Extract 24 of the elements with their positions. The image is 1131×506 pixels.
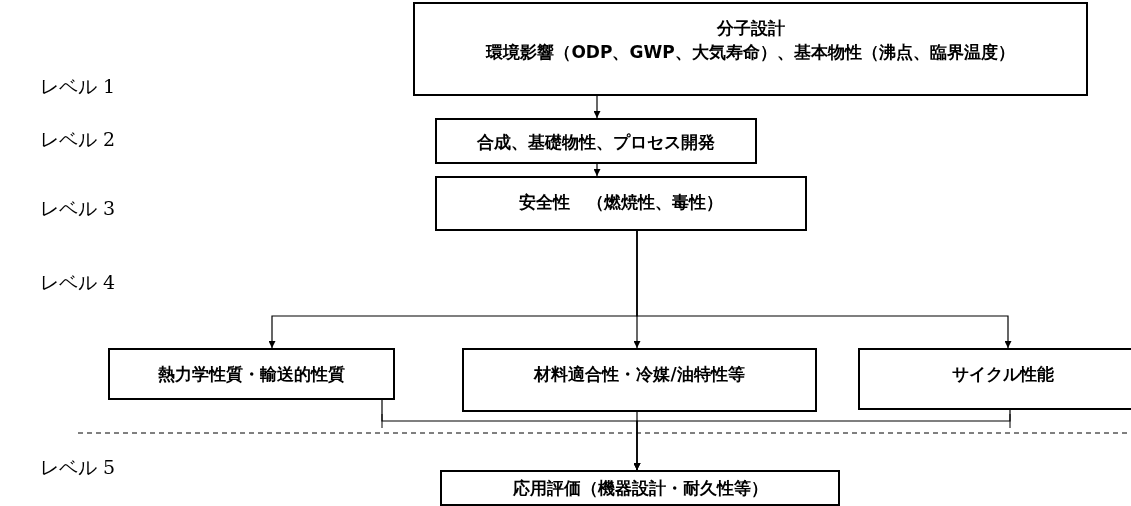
level-label: レベル 4	[40, 270, 116, 295]
level-label: レベル 1	[40, 74, 116, 99]
arrow	[636, 230, 1012, 349]
arrow	[593, 95, 601, 119]
process-box	[413, 2, 1088, 96]
box-text: 合成、基礎物性、プロセス開発	[477, 131, 715, 154]
level-label: レベル 5	[40, 455, 116, 480]
arrow	[633, 409, 1011, 471]
box-text: 応用評価（機器設計・耐久性等）	[512, 477, 768, 500]
box-heading: 分子設計	[716, 17, 785, 40]
process-box	[108, 348, 395, 400]
box-text: 安全性 （燃焼性、毒性）	[519, 191, 723, 214]
level-label: レベル 2	[40, 127, 116, 152]
box-text: 材料適合性・冷媒/油特性等	[534, 363, 745, 386]
box-text: 熱力学性質・輸送的性質	[158, 363, 345, 386]
process-box	[440, 470, 840, 506]
process-box	[462, 348, 817, 412]
arrow	[593, 163, 601, 177]
level-label: レベル 3	[40, 196, 116, 221]
process-box	[435, 176, 807, 231]
box-text: サイクル性能	[952, 363, 1054, 386]
process-box	[858, 348, 1131, 410]
process-box	[435, 118, 757, 164]
box-text: 環境影響（ODP、GWP、大気寿命）、基本物性（沸点、臨界温度）	[486, 41, 1015, 64]
